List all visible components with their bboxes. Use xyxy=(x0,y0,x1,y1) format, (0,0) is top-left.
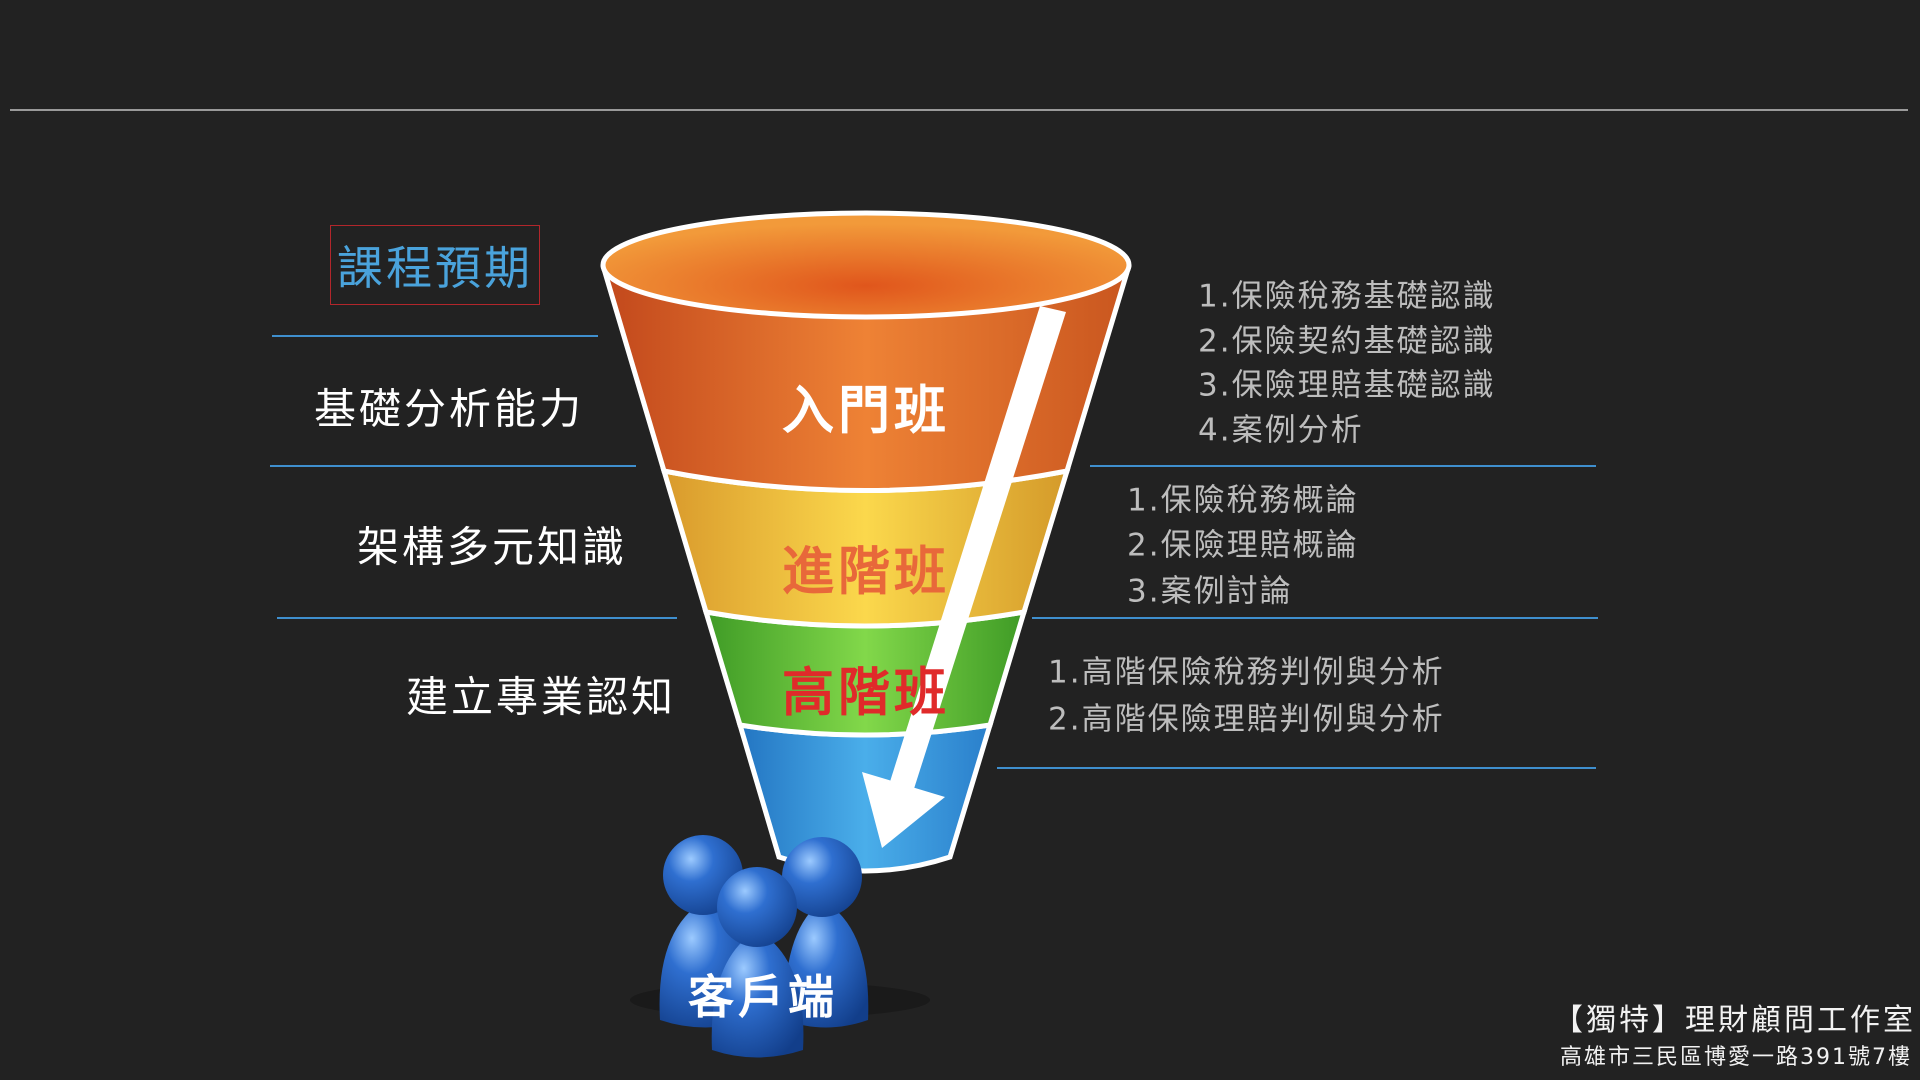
left-label-basic: 基礎分析能力 xyxy=(313,384,585,434)
band-label-beginner: 入門班 xyxy=(781,381,951,442)
course-item: 3.案例討論 xyxy=(1127,573,1293,610)
right-divider xyxy=(1032,617,1598,619)
title-box: 課程預期 xyxy=(330,225,540,305)
left-label-professional: 建立專業認知 xyxy=(405,672,677,722)
course-item: 1.高階保險稅務判例與分析 xyxy=(1048,654,1445,691)
band-label-advanced: 高階班 xyxy=(781,663,951,724)
down-arrow-icon xyxy=(862,306,1066,848)
course-item: 1.保險稅務基礎認識 xyxy=(1198,278,1496,315)
funnel-band-blue xyxy=(736,721,994,874)
studio-name: 【獨特】理財顧問工作室 xyxy=(1553,1003,1916,1038)
course-item: 2.保險契約基礎認識 xyxy=(1198,323,1496,360)
band-label-intermediate: 進階班 xyxy=(781,542,951,603)
left-divider xyxy=(272,335,598,337)
studio-address: 高雄市三民區博愛一路391號7樓 xyxy=(1560,1045,1912,1070)
left-label-framework: 架構多元知識 xyxy=(356,522,628,572)
course-item: 4.案例分析 xyxy=(1198,412,1364,449)
left-divider xyxy=(270,465,636,467)
course-item: 2.高階保險理賠判例與分析 xyxy=(1048,701,1445,738)
funnel-top xyxy=(600,210,1132,320)
right-divider xyxy=(1090,465,1596,467)
page-title: 課程預期 xyxy=(337,241,533,295)
customer-label: 客戶端 xyxy=(688,970,838,1024)
course-item: 2.保險理賠概論 xyxy=(1127,527,1359,564)
course-item: 3.保險理賠基礎認識 xyxy=(1198,367,1496,404)
course-item: 1.保險稅務概論 xyxy=(1127,482,1359,519)
right-divider xyxy=(997,767,1596,769)
customer-people-icon xyxy=(630,835,930,1058)
left-divider xyxy=(277,617,677,619)
top-divider xyxy=(10,109,1908,111)
